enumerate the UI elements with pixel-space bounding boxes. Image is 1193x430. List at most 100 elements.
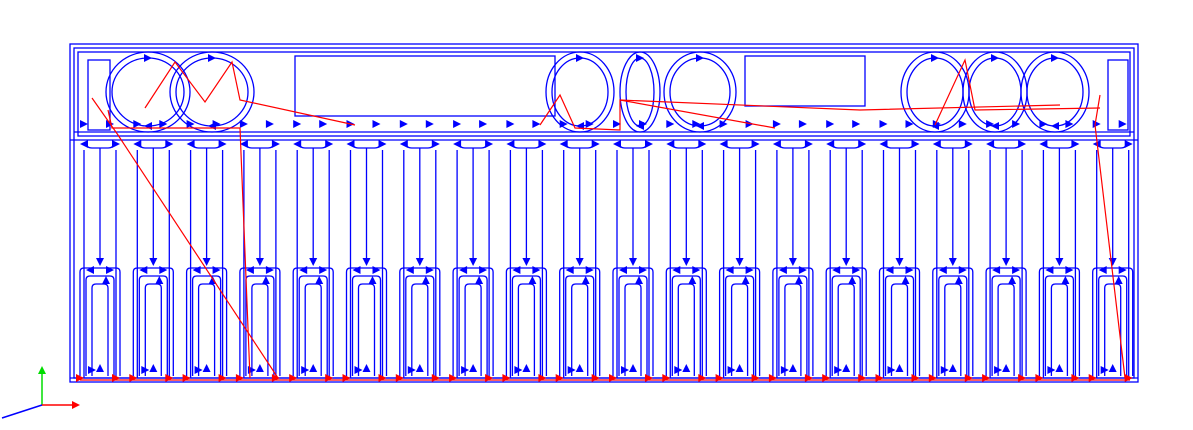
pocket-loop-path bbox=[304, 283, 322, 376]
direction-arrow-icon bbox=[1051, 54, 1059, 62]
pocket-loop-path bbox=[565, 275, 595, 376]
direction-arrow-icon bbox=[1039, 140, 1048, 148]
direction-arrow-icon bbox=[692, 266, 701, 274]
direction-arrow-icon bbox=[1018, 140, 1027, 148]
direction-arrow-icon bbox=[613, 140, 621, 148]
direction-arrow-icon bbox=[538, 140, 547, 148]
direction-arrow-icon bbox=[905, 120, 914, 128]
direction-arrow-icon bbox=[794, 276, 803, 284]
direction-arrow-icon bbox=[208, 54, 216, 62]
pocket-loop-path bbox=[357, 283, 376, 376]
direction-arrow-icon bbox=[575, 364, 584, 372]
direction-arrow-icon bbox=[565, 266, 574, 274]
direction-arrow-icon bbox=[842, 258, 851, 266]
direction-arrow-icon bbox=[469, 258, 478, 266]
direction-arrow-icon bbox=[1055, 364, 1064, 372]
direction-arrow-icon bbox=[112, 140, 120, 148]
rapid-move-path bbox=[619, 99, 1061, 111]
direction-arrow-icon bbox=[141, 366, 150, 374]
engraving-contour bbox=[105, 51, 191, 133]
direction-arrow-icon bbox=[940, 366, 949, 374]
rapid-move-path bbox=[934, 58, 1101, 126]
direction-arrow-icon bbox=[826, 120, 835, 128]
direction-arrow-icon bbox=[636, 54, 644, 62]
direction-arrow-icon bbox=[1092, 120, 1101, 128]
direction-arrow-icon bbox=[591, 140, 600, 148]
direction-arrow-icon bbox=[788, 364, 797, 372]
direction-arrow-icon bbox=[842, 364, 851, 372]
direction-arrow-icon bbox=[986, 120, 995, 128]
direction-arrow-icon bbox=[512, 266, 521, 274]
pocket-loop-path bbox=[991, 275, 1021, 376]
direction-arrow-icon bbox=[672, 266, 681, 274]
direction-arrow-icon bbox=[194, 366, 203, 374]
corner-pocket bbox=[1107, 59, 1129, 131]
direction-arrow-icon bbox=[459, 266, 468, 274]
pocket-loop-path bbox=[458, 275, 488, 376]
pocket-loop-path bbox=[938, 275, 968, 376]
direction-arrow-icon bbox=[372, 266, 381, 274]
pocket-loop-path bbox=[138, 275, 168, 376]
direction-arrow-icon bbox=[453, 120, 462, 128]
pocket-loop-path bbox=[665, 267, 707, 376]
direction-arrow-icon bbox=[293, 120, 302, 128]
direction-arrow-icon bbox=[425, 120, 434, 128]
direction-arrow-icon bbox=[514, 366, 523, 374]
direction-arrow-icon bbox=[879, 140, 888, 148]
direction-arrow-icon bbox=[852, 120, 861, 128]
engraving-contour bbox=[551, 57, 609, 127]
pocket-loop-path bbox=[191, 275, 222, 376]
direction-arrow-icon bbox=[368, 276, 377, 284]
direction-arrow-icon bbox=[698, 140, 707, 148]
direction-arrow-icon bbox=[1071, 140, 1080, 148]
direction-arrow-icon bbox=[208, 122, 216, 130]
direction-arrow-icon bbox=[261, 276, 270, 284]
pocket-loop-path bbox=[411, 283, 429, 376]
pocket-loop-path bbox=[944, 283, 962, 376]
direction-arrow-icon bbox=[994, 366, 1003, 374]
column-top-path bbox=[991, 141, 1021, 149]
direction-arrow-icon bbox=[144, 54, 152, 62]
direction-arrow-icon bbox=[858, 140, 867, 148]
column-top-path bbox=[724, 141, 755, 149]
engraving-contour bbox=[669, 57, 731, 127]
direction-arrow-icon bbox=[948, 258, 957, 266]
pocket-loop-path bbox=[292, 267, 334, 376]
direction-arrow-icon bbox=[165, 140, 174, 148]
column-top-path bbox=[351, 141, 382, 149]
engraving-contour bbox=[111, 57, 185, 127]
pocket-loop-path bbox=[612, 267, 654, 376]
rapid-moves bbox=[80, 58, 1130, 381]
pocket-loop-path bbox=[511, 275, 542, 376]
pocket-loop-path bbox=[1092, 267, 1134, 376]
direction-arrow-icon bbox=[299, 266, 308, 274]
direction-arrow-icon bbox=[885, 266, 894, 274]
direction-arrow-icon bbox=[1045, 266, 1054, 274]
pocket-loop-path bbox=[144, 283, 162, 376]
direction-arrow-icon bbox=[581, 276, 590, 284]
column-top-path bbox=[671, 141, 701, 149]
direction-arrow-icon bbox=[804, 140, 813, 148]
direction-arrow-icon bbox=[506, 120, 515, 128]
outer-contour bbox=[69, 43, 1139, 383]
direction-arrow-icon bbox=[325, 140, 334, 148]
direction-arrow-icon bbox=[719, 120, 728, 128]
pocket-loop-path bbox=[671, 275, 701, 376]
direction-arrow-icon bbox=[399, 120, 408, 128]
pocket-loop-path bbox=[245, 275, 275, 376]
direction-arrow-icon bbox=[431, 140, 440, 148]
pocket-loop-path bbox=[345, 267, 388, 376]
label-pocket bbox=[744, 55, 866, 107]
direction-arrow-icon bbox=[212, 266, 221, 274]
direction-arrow-icon bbox=[645, 140, 653, 148]
direction-arrow-icon bbox=[826, 140, 835, 148]
direction-arrow-icon bbox=[362, 364, 371, 372]
outer-contour bbox=[73, 47, 1135, 379]
pocket-loop-path bbox=[251, 283, 269, 376]
engraving-contour bbox=[619, 51, 661, 133]
direction-arrow-icon bbox=[688, 276, 697, 284]
direction-arrow-icon bbox=[848, 276, 857, 284]
pocket-loop-path bbox=[505, 267, 548, 376]
rapid-move-path bbox=[1094, 94, 1126, 379]
